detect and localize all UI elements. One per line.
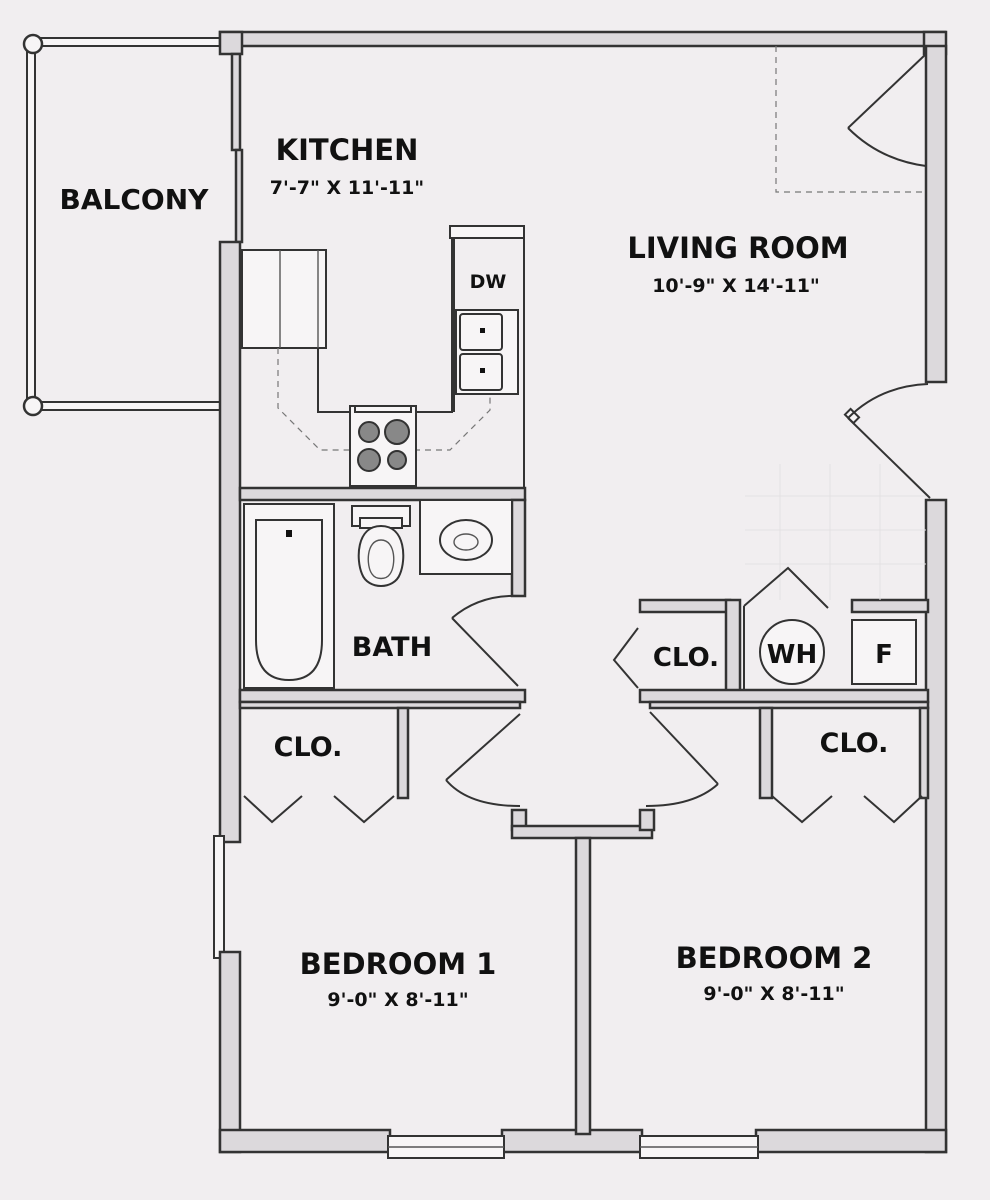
bedroom1-closet-doors	[243, 795, 395, 824]
sink-icon	[455, 309, 519, 395]
bath-door	[451, 594, 521, 687]
entry-door-main	[843, 383, 931, 499]
water-heater-label: WH	[767, 640, 817, 670]
balcony-railing	[22, 33, 221, 417]
hall-closet-door	[612, 627, 639, 689]
exterior-walls	[213, 30, 948, 1159]
furnace-icon	[851, 619, 917, 685]
bathtub-icon	[243, 503, 335, 689]
water-heater-icon	[759, 619, 825, 685]
kitchen-label: KITCHEN	[276, 133, 419, 167]
bedroom1-door	[445, 713, 521, 807]
bath-label: BATH	[352, 632, 432, 663]
bedroom2-closet-label: CLO.	[820, 728, 889, 759]
balcony-label: BALCONY	[60, 183, 210, 216]
kitchen-counters	[241, 225, 525, 488]
furnace-label: F	[875, 640, 893, 670]
interior-walls	[238, 486, 930, 1136]
floor-tile-grid	[745, 464, 926, 600]
bedroom1-label: BEDROOM 1	[300, 947, 497, 981]
bedroom2-dims: 9'-0" X 8'-11"	[703, 983, 844, 1005]
toilet-icon	[351, 505, 411, 587]
living-room-label: LIVING ROOM	[627, 231, 848, 265]
living-closet-dashed	[775, 46, 926, 193]
utility-roof-lines	[743, 566, 829, 690]
entry-door-upper	[847, 53, 927, 167]
bedroom1-closet-label: CLO.	[274, 732, 343, 763]
bedroom2-door	[645, 711, 719, 807]
hall-closet-label: CLO.	[653, 643, 719, 673]
bedroom1-dims: 9'-0" X 8'-11"	[327, 989, 468, 1011]
kitchen-dims: 7'-7" X 11'-11"	[270, 177, 424, 199]
bedroom2-closet-doors	[771, 795, 923, 824]
living-room-dims: 10'-9" X 14'-11"	[652, 275, 820, 297]
dishwasher-label: DW	[470, 271, 507, 293]
bedroom2-label: BEDROOM 2	[676, 941, 873, 975]
bath-sink-icon	[419, 499, 513, 575]
stove-icon	[349, 405, 417, 487]
